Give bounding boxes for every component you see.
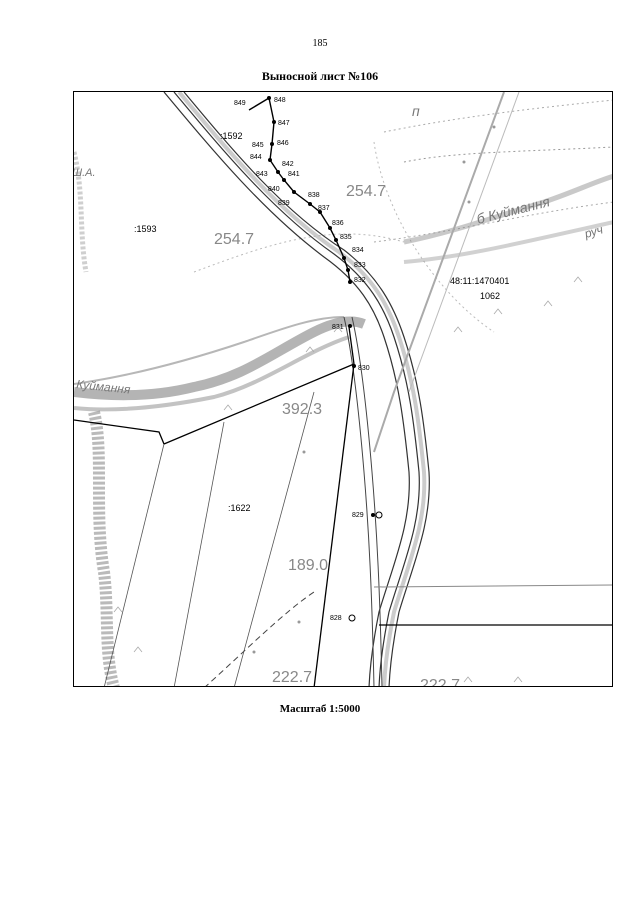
secondary-road — [343, 316, 375, 686]
secondary-road — [351, 316, 383, 686]
shrub-area — [74, 151, 89, 273]
road-shoulder — [177, 92, 427, 686]
boundary-points — [267, 96, 375, 517]
parcel-boundary — [74, 326, 612, 686]
parcel-label: :1593 — [134, 224, 157, 234]
map-frame: 849 848 847 845 846 844 843 842 841 840 … — [73, 91, 613, 687]
point-label: 847 — [278, 120, 290, 127]
point-label: 840 — [268, 186, 280, 193]
stream-band — [403, 220, 612, 264]
point-label: 834 — [352, 247, 364, 254]
point-label: 843 — [256, 171, 268, 178]
contour-line — [373, 201, 612, 243]
elevation-label: 189.0 — [288, 557, 328, 574]
point-label: 849 — [234, 100, 246, 107]
field-dots — [252, 125, 496, 654]
shrub-area — [88, 410, 120, 686]
field-road — [373, 92, 505, 453]
elevation-label: 254.7 — [214, 231, 254, 248]
elevation-label: 222.7 — [420, 677, 460, 687]
stream-band — [74, 335, 350, 412]
point-label: 829 — [352, 512, 364, 519]
point-label: 848 — [274, 97, 286, 104]
point-label: 832 — [354, 277, 366, 284]
misc-label: п — [412, 103, 420, 119]
parcel-label: 1062 — [480, 291, 500, 301]
point-label: 842 — [282, 161, 294, 168]
point-label: 838 — [308, 192, 320, 199]
dashed-line — [205, 591, 315, 686]
point-label: 837 — [318, 205, 330, 212]
elevation-label: 254.7 — [346, 183, 386, 200]
boundary-points-open — [348, 511, 383, 622]
cadastral-block-label: 48:11:1470401 — [450, 276, 509, 286]
contour-line — [403, 146, 612, 163]
stream-band — [403, 174, 612, 245]
elevation-label: 222.7 — [272, 669, 312, 686]
point-label: 835 — [340, 234, 352, 241]
stream-band — [74, 316, 345, 385]
point-label: 846 — [277, 140, 289, 147]
misc-label: Ш.А. — [74, 167, 96, 179]
point-label: 839 — [278, 200, 290, 207]
point-label: 841 — [288, 171, 300, 178]
point-label: 844 — [250, 154, 262, 161]
parcel-label: :1592 — [220, 131, 243, 141]
stream-band — [74, 316, 366, 401]
stream-label: б Куймання — [475, 193, 552, 227]
page-number: 185 — [312, 38, 328, 49]
map-scale: Масштаб 1:5000 — [279, 703, 361, 715]
point-label: 845 — [252, 142, 264, 149]
point-label: 830 — [358, 365, 370, 372]
point-label: 836 — [332, 220, 344, 227]
field-road — [408, 92, 520, 393]
stream-label: Куймання — [76, 377, 132, 397]
sheet-title: Выносной лист №106 — [261, 69, 379, 83]
parcel-boundary-thin — [104, 391, 315, 686]
contour-line — [383, 99, 612, 133]
map-canvas: 849 848 847 845 846 844 843 842 841 840 … — [74, 92, 612, 687]
contour-line — [193, 233, 405, 273]
stream-label: руч — [582, 222, 605, 241]
elevation-label: 392.3 — [282, 401, 322, 418]
parcel-label: :1622 — [228, 503, 251, 513]
point-label: 833 — [354, 262, 366, 269]
point-label: 828 — [330, 615, 342, 622]
vegetation-symbols — [113, 276, 583, 683]
